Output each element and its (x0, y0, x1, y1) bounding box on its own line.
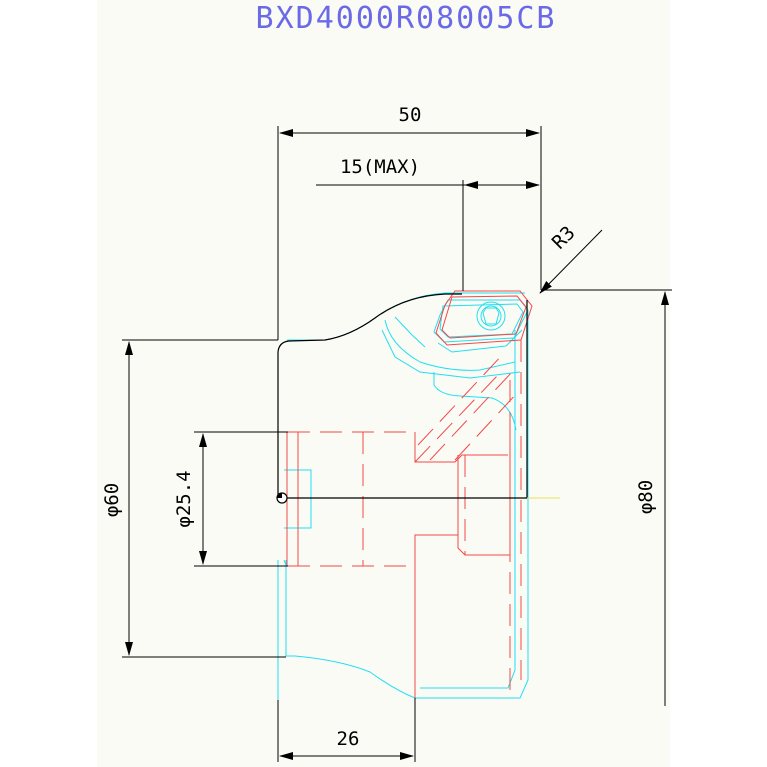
overall-length-label: 50 (399, 104, 422, 126)
dimension-body-length: 26 (277, 698, 416, 762)
body-length-label: 26 (337, 728, 360, 750)
dimension-overall-length: 50 (277, 104, 542, 340)
large-diameter-label: φ80 (635, 480, 657, 514)
corner-radius-label: R3 (548, 222, 580, 254)
cutter-profile (276, 293, 560, 504)
dimension-bore-diameter: φ25.4 (173, 431, 288, 567)
bore-diameter-label: φ25.4 (173, 470, 195, 527)
max-depth-label: 15(MAX) (340, 156, 420, 178)
dimension-large-diameter: φ80 (541, 289, 672, 706)
part-number-title: BXD4000R08005CB (256, 1, 557, 36)
insert-and-hidden-lines (286, 290, 533, 698)
dimension-corner-radius: R3 (539, 222, 603, 294)
dimension-max-depth: 15(MAX) (316, 156, 540, 291)
dimension-small-diameter: φ60 (101, 339, 286, 658)
drawing-sheet (97, 0, 670, 767)
small-diameter-label: φ60 (101, 483, 123, 517)
tool-body-outline (277, 292, 529, 700)
